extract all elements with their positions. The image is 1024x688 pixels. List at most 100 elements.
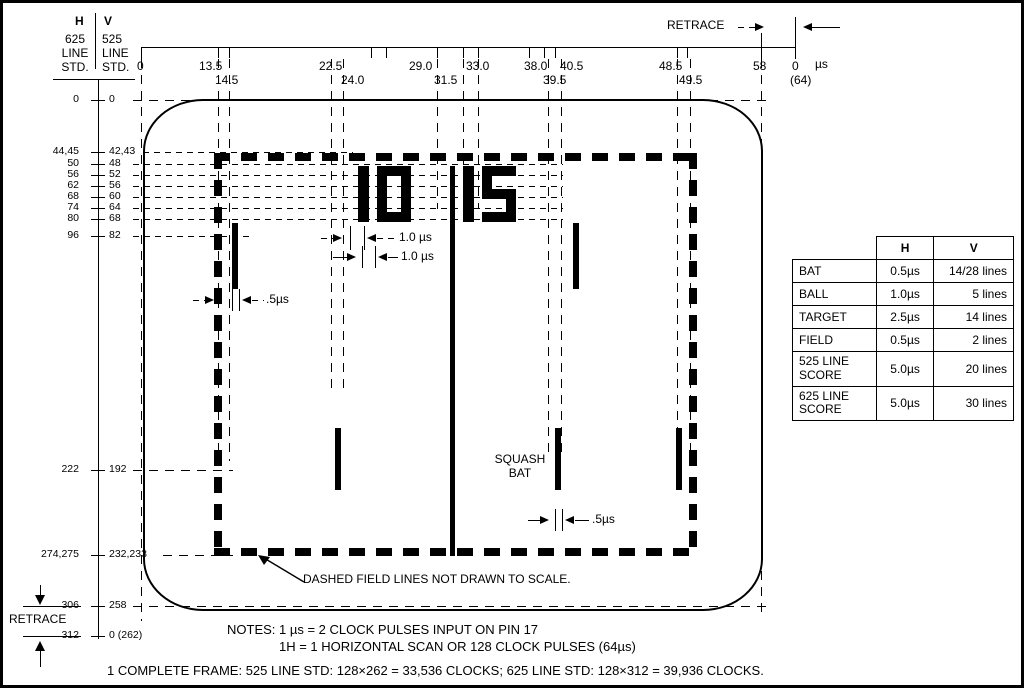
bat-far-right <box>676 428 682 490</box>
dim-2-leader-a <box>333 257 351 258</box>
retrace-label-top: RETRACE <box>667 18 725 32</box>
spec-row-h-ball: 1.0µs <box>875 282 935 306</box>
score-left-digit-0 <box>377 166 411 222</box>
dim-1-bound-left <box>350 226 351 250</box>
retrace-bound-right <box>795 17 796 57</box>
v-row-v-4: 56 <box>109 179 121 191</box>
hv-divider-top <box>95 13 96 69</box>
v-row-v-11: 258 <box>109 599 127 611</box>
spec-row-v-bat: 14/28 lines <box>933 259 1014 283</box>
h-tick-13-5 <box>218 47 219 58</box>
retrace-rule-312 <box>23 636 81 637</box>
retrace-arrow-left <box>803 22 812 31</box>
retrace-leader-top <box>738 27 760 28</box>
h-tick-48-5 <box>677 47 678 58</box>
spec-row-label-target: TARGET <box>792 305 877 329</box>
v-row-h-1: 44,45 <box>52 145 79 157</box>
v-row-v-5: 60 <box>109 190 121 202</box>
v-tick-8 <box>91 236 105 237</box>
v-row-v-10: 232,233 <box>109 548 147 560</box>
v-row-h-3: 56 <box>67 168 79 180</box>
v-row-h-5: 68 <box>67 190 79 202</box>
score-right-digit-1 <box>463 166 474 222</box>
dim-4-leader-b <box>575 520 589 521</box>
dim-3-leader-b <box>252 300 264 301</box>
notes-line-1: NOTES: 1 µs = 2 CLOCK PULSES INPUT ON PI… <box>227 622 539 637</box>
spec-table: H V BAT 0.5µs 14/28 lines BALL 1.0µs 5 l… <box>792 236 1014 422</box>
h-tick-38-0 <box>529 47 530 58</box>
v-row-v-2: 48 <box>109 157 121 169</box>
dim-bat-width-left-label: .5µs <box>266 292 289 306</box>
v-row-h-8: 96 <box>67 229 79 241</box>
v-row-v-6: 64 <box>109 201 121 213</box>
v-tick-2 <box>91 164 105 165</box>
spec-table-header-row: H V <box>793 236 1014 260</box>
dim-4-bound-right <box>562 509 563 531</box>
score-right-digit-5 <box>482 166 516 222</box>
vdash-22-5 <box>331 59 332 389</box>
v-row-v-3: 52 <box>109 168 121 180</box>
spec-row-v-score-525: 20 lines <box>933 351 1014 387</box>
v-row-h-9: 222 <box>61 463 79 475</box>
spec-row-label-bat: BAT <box>792 259 877 283</box>
h-tick-49-5 <box>687 47 688 58</box>
vdash-40-5 <box>561 59 562 459</box>
dashed-field-note: DASHED FIELD LINES NOT DRAWN TO SCALE. <box>303 572 571 586</box>
table-row: FIELD 0.5µs 2 lines <box>792 328 1014 352</box>
h-label-13-5: 13.5 <box>199 59 223 73</box>
spec-row-v-field: 2 lines <box>933 328 1014 352</box>
hdash-row-5 <box>133 197 563 198</box>
vdash-24-0 <box>343 59 344 389</box>
h-label-33-0: 33.0 <box>466 60 489 73</box>
table-row: BAT 0.5µs 14/28 lines <box>792 259 1014 283</box>
spec-row-h-score-525: 5.0µs <box>875 351 935 387</box>
v-row-h-2: 50 <box>67 157 79 169</box>
dim-2-bound-right <box>375 246 376 268</box>
squash-bat <box>555 428 561 490</box>
v-tick-6 <box>91 208 105 209</box>
h-ruler-baseline <box>141 47 796 48</box>
hdash-row-10 <box>163 555 233 556</box>
h-label-58: 58 <box>753 59 767 73</box>
h-tick-31-5 <box>463 47 464 58</box>
spec-col-blank <box>793 237 877 260</box>
vdash-31-5 <box>463 59 464 209</box>
playfield-border-top <box>214 153 697 161</box>
vdash-48-5 <box>677 59 678 459</box>
dim-1-arrow-right <box>333 233 342 242</box>
v-row-h-0: 0 <box>73 93 79 105</box>
dim-4-arrow-left <box>565 515 574 524</box>
v-tick-10 <box>91 555 105 556</box>
hdash-row-2 <box>133 164 563 165</box>
h-tick-14-5 <box>229 47 230 58</box>
retrace-stem-up <box>40 651 41 667</box>
dim-4-arrow-right <box>540 515 549 524</box>
retrace-arrow-up <box>35 641 45 651</box>
v-row-v-0: 0 <box>109 93 115 105</box>
h-axis-header: H <box>75 14 84 28</box>
vdash-58 <box>761 59 762 619</box>
v-axis-header: V <box>104 14 113 28</box>
hdash-row-11 <box>133 606 773 607</box>
dim-2-bound-left <box>362 246 363 268</box>
notes-line-2: 1H = 1 HORIZONTAL SCAN OR 128 CLOCK PULS… <box>279 639 636 654</box>
h-label-39-5: 39.5 <box>543 73 567 87</box>
bat-left-lower <box>335 428 341 490</box>
v-tick-12 <box>91 636 105 637</box>
dim-bat-width-right-label: .5µs <box>592 512 615 526</box>
spec-row-h-target: 2.5µs <box>875 305 935 329</box>
h-std-line-1: 625 <box>64 32 86 46</box>
score-right: 15 <box>463 166 516 222</box>
retrace-label-bottom: RETRACE <box>9 612 67 626</box>
h-label-14-5: 14.5 <box>215 73 239 87</box>
v-row-v-1: 42,43 <box>109 145 136 157</box>
spec-row-label-ball: BALL <box>792 282 877 306</box>
dim-1-leader-a <box>321 238 337 239</box>
playfield-border-left <box>214 153 222 556</box>
v-tick-9 <box>91 470 105 471</box>
dim-4-bound-left <box>555 509 556 531</box>
dim-3-arrow-right <box>205 295 214 304</box>
h-tick-33-0 <box>478 47 479 58</box>
vdash-33-0 <box>478 59 479 209</box>
